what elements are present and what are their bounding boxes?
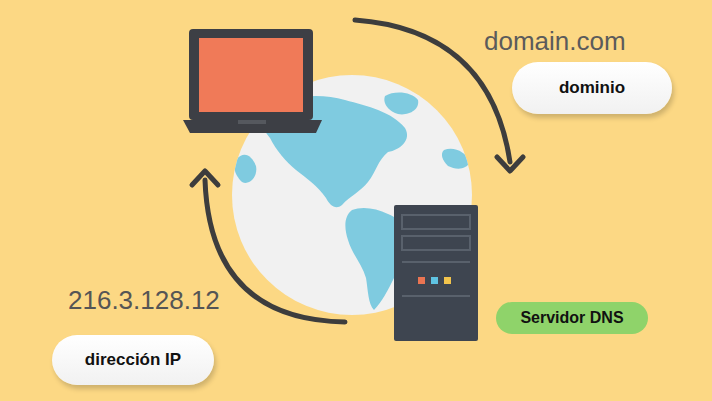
- pill-text: dominio: [559, 78, 625, 98]
- flow-arrows: [192, 20, 523, 322]
- pill-text: Servidor DNS: [520, 309, 623, 327]
- laptop-icon: [183, 29, 322, 133]
- label-pill: dominio: [512, 62, 672, 114]
- ip-address: 216.3.128.12: [68, 285, 220, 316]
- domain-name: domain.com: [484, 26, 626, 57]
- server-icon: [394, 205, 478, 341]
- pill-text: dirección IP: [85, 350, 181, 370]
- label-pill: Servidor DNS: [496, 302, 648, 334]
- label-pill: dirección IP: [52, 335, 214, 385]
